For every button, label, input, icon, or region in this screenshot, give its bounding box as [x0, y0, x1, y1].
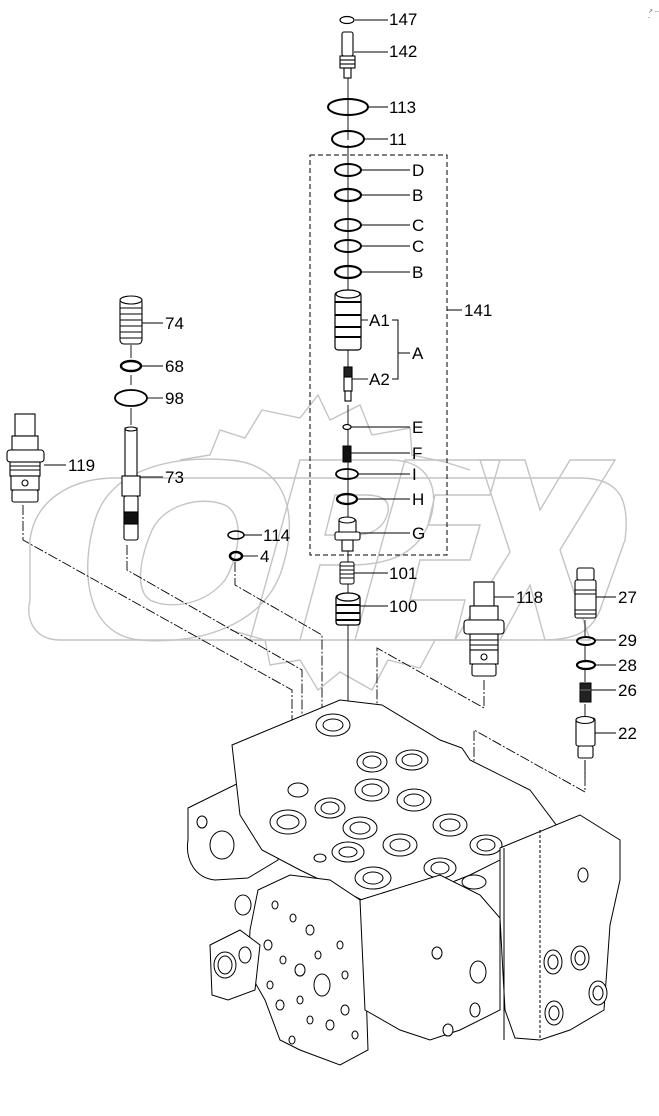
callout-B-lower: B	[412, 263, 424, 282]
part-A1	[334, 289, 362, 351]
callout-22: 22	[618, 724, 637, 743]
watermark-letter-p	[249, 459, 435, 641]
part-29	[576, 636, 596, 646]
part-119	[6, 413, 45, 503]
part-101	[339, 561, 355, 585]
connector-22	[473, 729, 586, 880]
part-E	[342, 423, 352, 431]
callout-D: D	[412, 161, 425, 180]
callout-101: 101	[389, 564, 418, 583]
callout-73: 73	[165, 468, 184, 487]
part-98	[114, 389, 148, 407]
group-141-box	[309, 154, 462, 556]
watermark-letter-x	[453, 459, 617, 641]
callout-B-upper: B	[412, 186, 424, 205]
watermark-gear	[179, 393, 471, 471]
watermark-letter-o	[87, 458, 291, 642]
callout-100: 100	[389, 597, 418, 616]
callout-113: 113	[389, 98, 417, 117]
part-114	[227, 530, 245, 540]
body-face-left	[247, 874, 369, 1066]
callout-A-group: A	[412, 344, 424, 363]
callout-141-group: 141	[464, 301, 493, 320]
part-100	[335, 592, 361, 626]
callout-H: H	[412, 490, 425, 509]
callout-C-upper: C	[412, 216, 425, 235]
callout-A2: A2	[369, 370, 390, 389]
callout-4: 4	[260, 547, 270, 566]
part-74	[119, 295, 143, 345]
leader-lines	[44, 19, 616, 734]
callout-26: 26	[618, 681, 637, 700]
callout-C-lower: C	[412, 237, 425, 256]
part-22	[575, 715, 596, 759]
part-A2	[343, 366, 353, 402]
callout-29: 29	[618, 631, 637, 650]
part-G	[334, 516, 361, 552]
body-ports-top	[269, 713, 503, 890]
part-28	[575, 659, 597, 671]
callout-68: 68	[165, 357, 184, 376]
callout-74: 74	[165, 314, 184, 333]
part-F	[342, 445, 352, 463]
part-26	[579, 682, 592, 703]
callout-A1: A1	[369, 311, 390, 330]
part-142	[339, 31, 356, 79]
body-face-holes	[263, 900, 359, 1045]
connector-4	[234, 562, 323, 860]
callout-27: 27	[618, 588, 637, 607]
part-4	[228, 550, 244, 562]
corner-mark: ↗ ---	[648, 9, 659, 21]
callout-114: 114	[263, 526, 291, 545]
part-118	[463, 581, 505, 677]
callout-118: 118	[516, 588, 544, 607]
bracket-A	[392, 319, 410, 380]
callout-E: E	[412, 418, 424, 437]
valve-body	[186, 699, 621, 1066]
body-front-block	[359, 874, 501, 1041]
callout-147: 147	[389, 10, 418, 29]
callout-98: 98	[165, 389, 184, 408]
watermark-frame	[28, 477, 627, 641]
watermark	[28, 393, 627, 692]
callout-I: I	[412, 465, 417, 484]
callout-119: 119	[68, 456, 96, 475]
watermark-gear-bottom	[229, 629, 470, 692]
callout-142: 142	[389, 42, 418, 61]
part-27	[574, 567, 597, 619]
callout-G: G	[412, 524, 426, 543]
callout-F: F	[412, 444, 423, 463]
connector-118	[376, 647, 485, 880]
part-147	[339, 15, 355, 25]
callout-28: 28	[618, 656, 637, 675]
part-73	[121, 426, 141, 541]
part-68	[119, 359, 143, 373]
callout-11: 11	[389, 130, 407, 149]
